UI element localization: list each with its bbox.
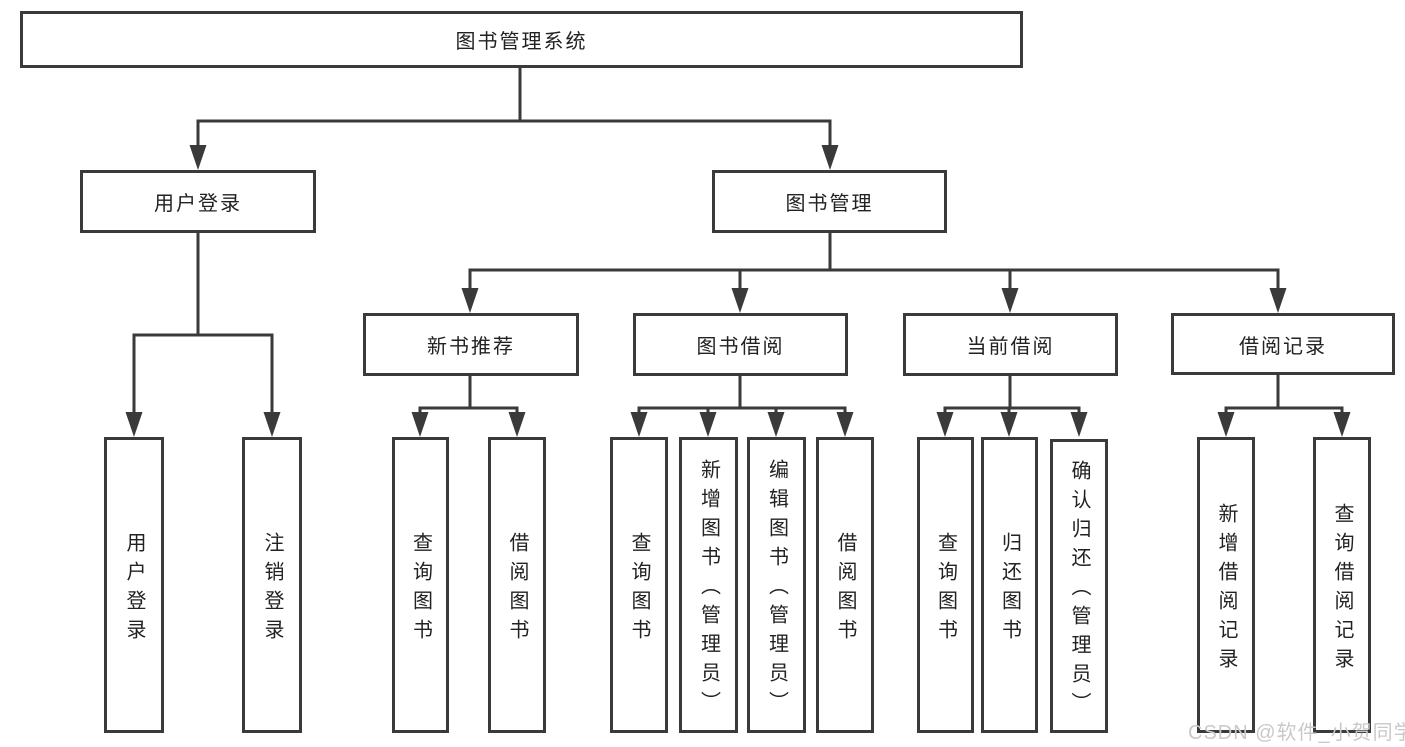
arrow-down-icon xyxy=(1070,412,1088,437)
node-label: 新书推荐 xyxy=(427,336,515,358)
node-book-borrow: 图书借阅 xyxy=(633,313,848,376)
node-label: 查询借阅记录 xyxy=(1331,502,1353,677)
leaf-borrow-books: 借阅图书 xyxy=(816,437,874,733)
leaf-logout: 注销登录 xyxy=(242,437,302,733)
arrow-down-icon xyxy=(699,412,717,437)
leaf-confirm-return-admin: 确认归还（管理员） xyxy=(1050,439,1108,733)
arrow-down-icon xyxy=(125,412,143,437)
node-label: 查询图书 xyxy=(628,531,650,648)
node-label: 借阅图书 xyxy=(834,531,856,648)
arrow-down-icon xyxy=(630,412,648,437)
node-user-login: 用户登录 xyxy=(80,170,316,233)
csdn-watermark: CSDN @软件_小贺同学 xyxy=(1188,722,1405,744)
leaf-borrow-books-recommend: 借阅图书 xyxy=(488,437,546,733)
arrow-down-icon xyxy=(1001,288,1019,313)
arrow-down-icon xyxy=(508,412,526,437)
leaf-query-books-borrow: 查询图书 xyxy=(610,437,668,733)
arrow-down-icon xyxy=(821,145,839,170)
node-label: 借阅图书 xyxy=(506,531,528,648)
leaf-query-borrow-record: 查询借阅记录 xyxy=(1313,437,1371,733)
leaf-edit-book-admin: 编辑图书（管理员） xyxy=(747,437,806,733)
node-label: 归还图书 xyxy=(998,531,1021,648)
arrow-down-icon xyxy=(1217,412,1235,437)
node-label: 图书管理系统 xyxy=(455,31,588,53)
leaf-add-borrow-record: 新增借阅记录 xyxy=(1197,437,1255,733)
node-label: 用户登录 xyxy=(154,193,242,215)
leaf-user-login: 用户登录 xyxy=(104,437,164,733)
arrow-down-icon xyxy=(836,412,854,437)
node-label: 查询图书 xyxy=(409,531,432,648)
node-library-management-system: 图书管理系统 xyxy=(20,11,1023,68)
node-label: 图书管理 xyxy=(785,193,874,215)
leaf-add-book-admin: 新增图书（管理员） xyxy=(679,437,738,733)
leaf-query-books-recommend: 查询图书 xyxy=(392,437,449,733)
arrow-down-icon xyxy=(767,412,785,437)
node-current-borrow: 当前借阅 xyxy=(903,313,1118,376)
node-label: 用户登录 xyxy=(123,531,145,648)
arrow-down-icon xyxy=(1269,288,1287,313)
arrow-down-icon xyxy=(461,288,479,313)
node-book-management: 图书管理 xyxy=(712,170,947,233)
node-borrow-records: 借阅记录 xyxy=(1171,313,1395,375)
node-label: 确认归还（管理员） xyxy=(1068,460,1090,721)
arrow-down-icon xyxy=(411,412,429,437)
arrow-down-icon xyxy=(1333,412,1351,437)
node-new-book-recommend: 新书推荐 xyxy=(363,313,579,376)
leaf-return-book: 归还图书 xyxy=(981,437,1038,733)
arrow-down-icon xyxy=(189,145,207,170)
node-label: 新增图书（管理员） xyxy=(697,459,720,720)
arrow-down-icon xyxy=(936,412,954,437)
node-label: 新增借阅记录 xyxy=(1215,502,1237,677)
node-label: 注销登录 xyxy=(261,531,283,648)
arrow-down-icon xyxy=(263,412,281,437)
arrow-down-icon xyxy=(1000,412,1018,437)
leaf-query-books-current: 查询图书 xyxy=(917,437,974,733)
arrow-down-icon xyxy=(731,288,749,313)
node-label: 当前借阅 xyxy=(966,336,1055,358)
node-label: 图书借阅 xyxy=(696,336,785,358)
node-label: 编辑图书（管理员） xyxy=(765,459,788,720)
node-label: 借阅记录 xyxy=(1239,335,1327,358)
node-label: 查询图书 xyxy=(934,531,957,648)
